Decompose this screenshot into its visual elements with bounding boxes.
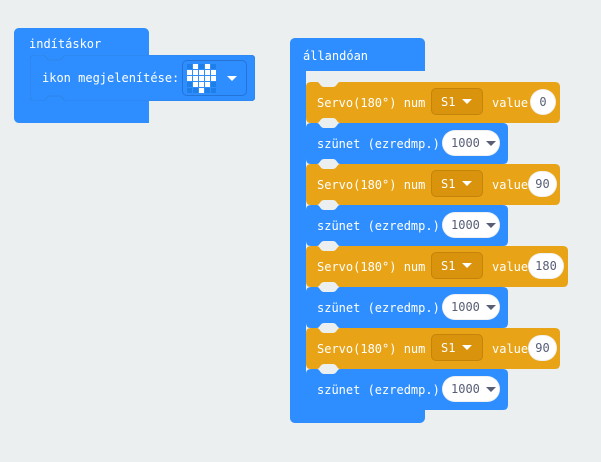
pause-block-2-value-field[interactable]: 1000 <box>442 212 500 238</box>
servo-block-3-label-mid: value <box>492 260 529 274</box>
led-4-3[interactable] <box>205 87 210 93</box>
pause-block-3[interactable]: szünet (ezredmp.) 1000 <box>306 287 508 328</box>
led-4-1[interactable] <box>193 87 198 93</box>
led-2-2[interactable] <box>199 75 204 81</box>
pause-block-4-value-field[interactable]: 1000 <box>442 376 500 402</box>
led-0-0[interactable] <box>187 63 192 69</box>
led-3-2[interactable] <box>199 81 204 87</box>
on-start-label: indításkor <box>29 37 102 51</box>
pause-block-1-value: 1000 <box>451 136 480 150</box>
pause-block-3-value-field[interactable]: 1000 <box>442 294 500 320</box>
servo-block-1-value-field[interactable]: 0 <box>530 89 556 115</box>
pause-block-4[interactable]: szünet (ezredmp.) 1000 <box>306 369 508 410</box>
servo-block-4-value-field[interactable]: 90 <box>528 335 557 361</box>
servo-block-4-pin-value: S1 <box>441 340 456 355</box>
chevron-down-icon[interactable] <box>462 181 473 186</box>
servo-block-3[interactable]: Servo(180°) num S1 value 180 <box>306 246 568 287</box>
led-3-1[interactable] <box>193 81 198 87</box>
pause-block-2-value: 1000 <box>451 218 480 232</box>
pause-block-3-label: szünet (ezredmp.) <box>317 301 440 315</box>
led-matrix[interactable] <box>187 63 216 93</box>
servo-block-4-pin-dropdown[interactable]: S1 <box>431 334 483 361</box>
pause-block-3-value: 1000 <box>451 300 480 314</box>
led-2-4[interactable] <box>211 75 216 81</box>
servo-block-3-value-field[interactable]: 180 <box>528 253 564 279</box>
servo-block-2-pin-dropdown[interactable]: S1 <box>431 170 483 197</box>
led-2-0[interactable] <box>187 75 192 81</box>
servo-block-2[interactable]: Servo(180°) num S1 value 90 <box>306 164 560 205</box>
servo-block-2-pin-value: S1 <box>441 176 456 191</box>
led-3-4[interactable] <box>211 81 216 87</box>
show-icon-label: ikon megjelenítése: <box>42 71 180 85</box>
chevron-down-icon[interactable] <box>485 140 496 146</box>
servo-block-2-value-field[interactable]: 90 <box>528 171 557 197</box>
pause-block-1-label: szünet (ezredmp.) <box>317 137 440 151</box>
show-icon-block[interactable]: ikon megjelenítése: <box>30 55 255 101</box>
led-0-2[interactable] <box>199 63 204 69</box>
led-0-1[interactable] <box>193 63 198 69</box>
led-1-1[interactable] <box>193 69 198 75</box>
chevron-down-icon[interactable] <box>485 386 496 392</box>
pause-block-4-value: 1000 <box>451 382 480 396</box>
servo-block-1-value: 0 <box>539 95 547 109</box>
pause-block-2[interactable]: szünet (ezredmp.) 1000 <box>306 205 508 246</box>
led-0-3[interactable] <box>205 63 210 69</box>
servo-block-1-pin-dropdown[interactable]: S1 <box>431 88 483 115</box>
led-2-3[interactable] <box>205 75 210 81</box>
servo-block-2-label-left: Servo(180°) num <box>317 178 426 192</box>
servo-block-1-pin-value: S1 <box>441 94 456 109</box>
servo-block-1[interactable]: Servo(180°) num S1 value 0 <box>306 82 560 123</box>
chevron-down-icon[interactable] <box>227 75 237 81</box>
led-3-0[interactable] <box>187 81 192 87</box>
servo-block-2-value: 90 <box>535 177 550 191</box>
servo-block-1-label-mid: value <box>492 96 529 110</box>
chevron-down-icon[interactable] <box>462 263 473 268</box>
servo-block-4-label-mid: value <box>492 342 529 356</box>
servo-block-1-label-left: Servo(180°) num <box>317 96 426 110</box>
led-3-3[interactable] <box>205 81 210 87</box>
servo-block-4-label-left: Servo(180°) num <box>317 342 426 356</box>
servo-block-2-label-mid: value <box>492 178 529 192</box>
servo-block-4[interactable]: Servo(180°) num S1 value 90 <box>306 328 560 369</box>
servo-block-3-value: 180 <box>535 259 557 273</box>
led-4-2[interactable] <box>199 87 204 93</box>
pause-block-2-label: szünet (ezredmp.) <box>317 219 440 233</box>
led-1-4[interactable] <box>211 69 216 75</box>
pause-block-1[interactable]: szünet (ezredmp.) 1000 <box>306 123 508 164</box>
led-1-3[interactable] <box>205 69 210 75</box>
led-0-4[interactable] <box>211 63 216 69</box>
servo-block-4-value: 90 <box>535 341 550 355</box>
servo-block-3-pin-dropdown[interactable]: S1 <box>431 252 483 279</box>
led-4-4[interactable] <box>211 87 216 93</box>
led-matrix-field[interactable] <box>182 60 247 96</box>
chevron-down-icon[interactable] <box>462 345 473 350</box>
chevron-down-icon[interactable] <box>462 99 473 104</box>
led-2-1[interactable] <box>193 75 198 81</box>
chevron-down-icon[interactable] <box>485 222 496 228</box>
pause-block-1-value-field[interactable]: 1000 <box>442 130 500 156</box>
chevron-down-icon[interactable] <box>485 304 496 310</box>
led-1-2[interactable] <box>199 69 204 75</box>
led-1-0[interactable] <box>187 69 192 75</box>
pause-block-4-label: szünet (ezredmp.) <box>317 383 440 397</box>
forever-label: állandóan <box>303 49 369 63</box>
led-4-0[interactable] <box>187 87 192 93</box>
servo-block-3-label-left: Servo(180°) num <box>317 260 426 274</box>
servo-block-3-pin-value: S1 <box>441 258 456 273</box>
